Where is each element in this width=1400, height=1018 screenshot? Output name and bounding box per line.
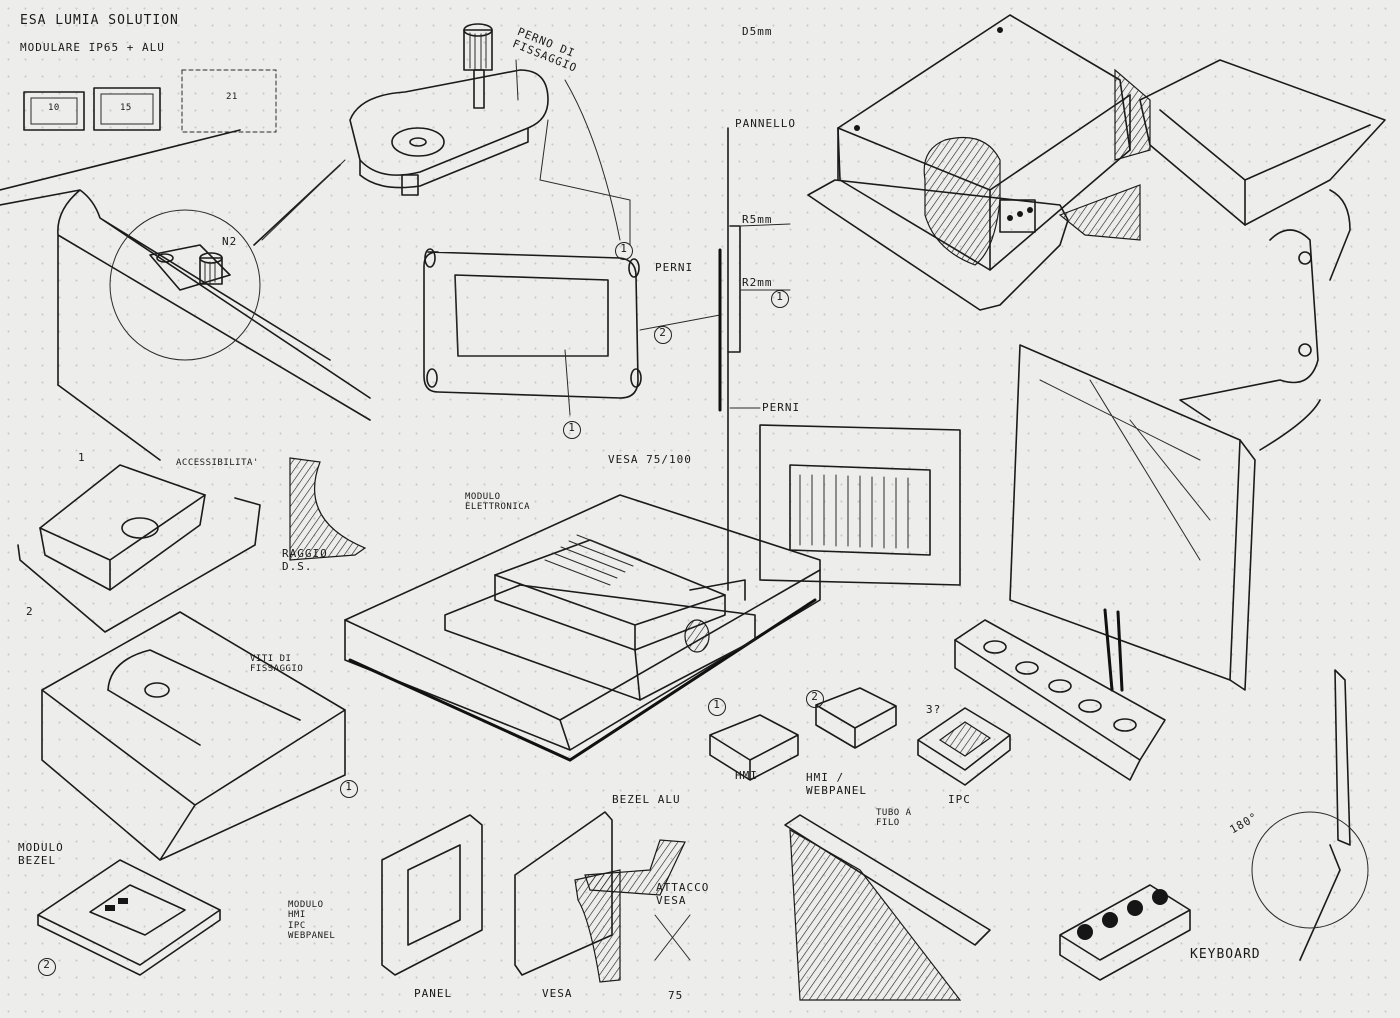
- vesa-bottom-label: VESA: [542, 987, 573, 1000]
- callout-1-accessibility: 1: [78, 451, 86, 464]
- panel-label: PANEL: [414, 987, 453, 1000]
- perni-label-bottom: PERNI: [762, 401, 801, 414]
- attacco-vesa-label: ATTACCO VESA: [656, 881, 710, 907]
- callout-2-panel: 2: [654, 326, 672, 344]
- screen-size-thumbnails: [23, 69, 277, 133]
- thumbnail-21-label: 21: [226, 92, 238, 102]
- modulo-elettronica-label: MODULO ELETTRONICA: [465, 492, 531, 513]
- sheet-subtitle: MODULARE IP65 + ALU: [20, 41, 165, 54]
- small-modules-sketch: [709, 687, 1011, 786]
- n2-label: N2: [222, 235, 238, 248]
- keyboard-bar-sketch: [954, 619, 1166, 781]
- r5mm-label: R5mm: [742, 213, 773, 226]
- sheet-title: ESA LUMIA SOLUTION: [20, 13, 179, 28]
- viti-fissaggio-label: VITI DI FISSAGGIO: [250, 654, 304, 675]
- perni-label-top: PERNI: [655, 261, 694, 274]
- accessibility-box-sketch: [17, 457, 367, 633]
- cable-channel-and-keyboard-sketch: [784, 669, 1369, 1001]
- panel-vesa-attachment-sketches: [381, 811, 691, 983]
- ipc-label: IPC: [948, 793, 971, 806]
- d5mm-label: D5mm: [742, 25, 773, 38]
- main-monitor-rear-sketch: [344, 494, 821, 762]
- r2mm-label: R2mm: [742, 276, 773, 289]
- callout-1-hmi: 1: [708, 698, 726, 716]
- callout-2-module: 2: [38, 958, 56, 976]
- modulo-hmi-label: MODULO HMI IPC WEBPANEL: [288, 900, 336, 942]
- monitor-on-arm-sketch: [1009, 189, 1351, 692]
- keyboard-label: KEYBOARD: [1190, 947, 1261, 962]
- callout-2-accessibility: 2: [26, 605, 34, 618]
- vesa-label: VESA 75/100: [608, 453, 692, 466]
- hmi-label: HMI: [735, 769, 758, 782]
- thumbnail-10-label: 10: [48, 103, 60, 113]
- callout-1-panel: 1: [563, 421, 581, 439]
- panel-section-profile: [718, 127, 791, 591]
- thumbnail-15-label: 15: [120, 103, 132, 113]
- callout-1-section: 1: [771, 290, 789, 308]
- bezel-alu-label: BEZEL ALU: [612, 793, 681, 806]
- electronics-box-rear-sketch: [807, 14, 1386, 311]
- pannello-label: PANNELLO: [735, 117, 796, 130]
- callout-3-ipc: 3?: [926, 703, 942, 716]
- callout-2-webpanel: 2: [806, 690, 824, 708]
- callout-1-pin: 1: [615, 242, 633, 260]
- panel-corner-detail-sketch: [0, 129, 371, 461]
- raggio-label: RAGGIO D.S.: [282, 547, 328, 573]
- tubo-filo-label: TUBO A FILO: [876, 808, 912, 829]
- hmi-webpanel-label: HMI / WEBPANEL: [806, 771, 867, 797]
- panel-with-pins-sketch: [423, 248, 721, 416]
- module-bezel-block-sketch: [37, 611, 346, 976]
- fixing-pin-sketch: [261, 23, 631, 246]
- accessibilita-label: ACCESSIBILITA': [176, 458, 259, 468]
- callout-1-module: 1: [340, 780, 358, 798]
- size-75-label: 75: [668, 989, 684, 1002]
- vent-panel-sketch: [759, 424, 961, 586]
- modulo-bezel-label: MODULO BEZEL: [18, 841, 64, 867]
